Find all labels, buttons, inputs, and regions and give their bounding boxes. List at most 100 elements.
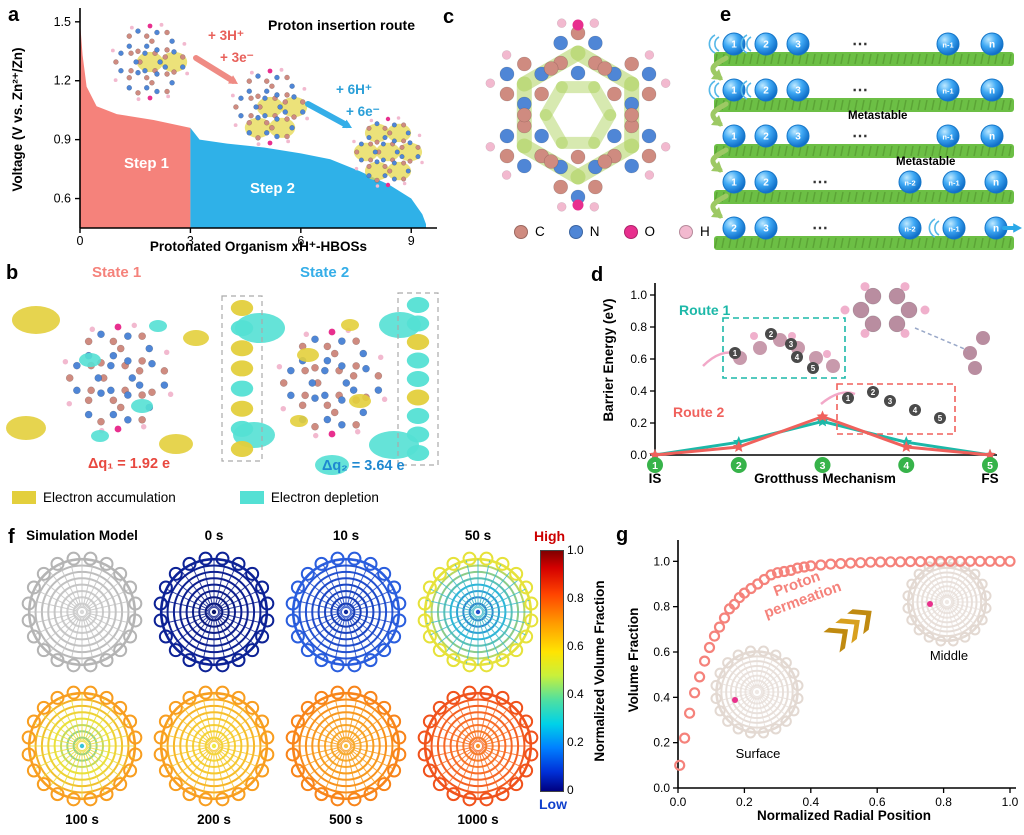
- wheel-graphic: [153, 685, 275, 807]
- colorbar: [540, 550, 564, 792]
- legend-swatch: [623, 224, 638, 239]
- grass-band: [714, 236, 1014, 250]
- svg-text:⋯: ⋯: [812, 174, 828, 191]
- svg-text:1.0: 1.0: [1002, 795, 1019, 809]
- svg-text:n-1: n-1: [942, 41, 953, 50]
- electron-arrow1-label-line2: + 3e⁻: [220, 50, 254, 65]
- colorbar-tick: 0.2: [567, 735, 584, 749]
- legend-item: Electron accumulation: [12, 490, 176, 505]
- delta-q2-value: Δq₂ = 3.64 e: [322, 458, 405, 474]
- wheel-graphic: [417, 685, 539, 807]
- svg-text:3: 3: [795, 40, 801, 51]
- svg-text:0.4: 0.4: [802, 795, 819, 809]
- svg-text:0.6: 0.6: [653, 645, 670, 659]
- svg-text:4: 4: [903, 460, 909, 472]
- svg-text:3: 3: [763, 224, 769, 235]
- wheel-graphic: [710, 645, 804, 739]
- grass-band: [714, 144, 1014, 158]
- grass-band: [714, 190, 1014, 204]
- legend-item: Electron depletion: [239, 490, 379, 505]
- wheel-graphic: [285, 551, 407, 673]
- svg-text:n: n: [989, 132, 995, 143]
- svg-text:1.5: 1.5: [54, 15, 71, 29]
- svg-text:3: 3: [820, 460, 826, 472]
- panel-a-title: Proton insertion route: [268, 17, 415, 33]
- svg-text:0.0: 0.0: [630, 448, 647, 462]
- legend-label: O: [644, 224, 656, 239]
- svg-text:1: 1: [652, 460, 658, 472]
- svg-text:5: 5: [987, 460, 993, 472]
- panel-b-charge-density: b State 1 State 2 Δq₁ = 1.92 e Δq₂ = 3.6…: [0, 258, 480, 520]
- panel-d-ylabel: Barrier Energy (eV): [601, 298, 616, 422]
- svg-text:n-2: n-2: [904, 225, 915, 234]
- grass-band: [714, 98, 1014, 112]
- svg-text:⋯: ⋯: [852, 128, 868, 145]
- wheel-graphic: [285, 685, 407, 807]
- panel-a-label: a: [8, 4, 20, 26]
- grass-band: [714, 52, 1014, 66]
- wheel-graphic: [21, 685, 143, 807]
- charge-density-graphic: [6, 292, 439, 475]
- svg-text:1: 1: [731, 40, 737, 51]
- colorbar-title: Normalized Volume Fraction: [592, 580, 607, 762]
- gold-arrow: [823, 609, 872, 653]
- panel-g-ylabel: Volume Fraction: [626, 607, 641, 713]
- wheel-graphic: [902, 557, 992, 647]
- state2-label: State 2: [300, 264, 350, 281]
- svg-text:2: 2: [763, 40, 769, 51]
- svg-text:4: 4: [913, 406, 918, 415]
- svg-text:1: 1: [731, 132, 737, 143]
- svg-text:0.2: 0.2: [736, 795, 753, 809]
- svg-text:0.2: 0.2: [630, 416, 647, 430]
- molecule-graphic: [352, 116, 424, 188]
- electron-legend: Electron accumulation Electron depletion: [12, 490, 379, 505]
- electron-arrow2-label-line2: + 6e⁻: [346, 104, 380, 119]
- svg-text:1: 1: [846, 394, 851, 403]
- svg-text:3: 3: [789, 340, 794, 349]
- panel-g-label: g: [616, 524, 629, 546]
- legend-item: N: [568, 224, 600, 239]
- svg-text:n-1: n-1: [948, 225, 959, 234]
- svg-text:2: 2: [763, 178, 769, 189]
- svg-text:⋯: ⋯: [812, 220, 828, 237]
- svg-text:1.2: 1.2: [54, 74, 71, 88]
- svg-text:0.6: 0.6: [869, 795, 886, 809]
- svg-text:0.8: 0.8: [653, 600, 670, 614]
- svg-text:0.0: 0.0: [670, 795, 687, 809]
- svg-text:n: n: [993, 224, 999, 235]
- svg-text:2: 2: [736, 460, 742, 472]
- svg-text:3: 3: [187, 234, 194, 248]
- legend-label: N: [589, 224, 600, 239]
- legend-label: Electron accumulation: [43, 490, 176, 505]
- svg-text:0.6: 0.6: [54, 192, 71, 206]
- colorbar-low-label: Low: [539, 796, 567, 812]
- wheel-graphic: [417, 551, 539, 673]
- svg-text:n-1: n-1: [948, 179, 959, 188]
- wheel-graphic: [21, 551, 143, 673]
- svg-text:0: 0: [77, 234, 84, 248]
- surface-inset-label: Surface: [735, 746, 781, 761]
- route1-label: Route 1: [679, 302, 731, 318]
- svg-text:3: 3: [888, 397, 893, 406]
- legend-item: O: [623, 224, 656, 239]
- svg-text:2: 2: [731, 224, 737, 235]
- svg-text:2: 2: [763, 132, 769, 143]
- panel-a-ylabel: Voltage (V vs. Zn²⁺/Zn): [10, 47, 25, 192]
- svg-text:6: 6: [297, 234, 304, 248]
- svg-text:3: 3: [795, 132, 801, 143]
- colorbar-tick: 1.0: [567, 543, 584, 557]
- svg-text:0.6: 0.6: [630, 352, 647, 366]
- svg-text:n-1: n-1: [942, 133, 953, 142]
- metastable-label-2: Metastable: [896, 156, 956, 168]
- step1-region-label: Step 1: [124, 155, 170, 172]
- panel-d-label: d: [591, 264, 604, 286]
- molecule-graphic: [276, 327, 388, 439]
